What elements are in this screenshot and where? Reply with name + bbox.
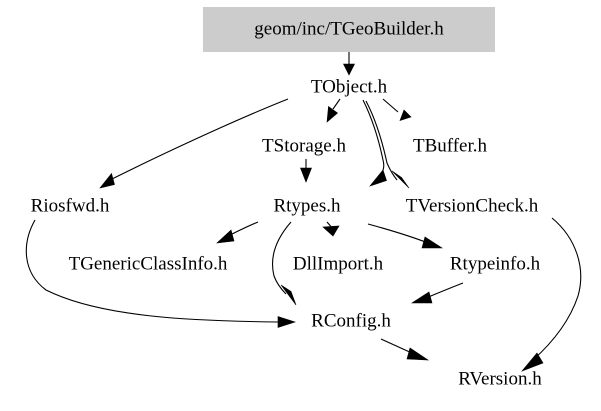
edge-rtypes-to-dllimport <box>322 221 340 237</box>
node-rconfig[interactable]: RConfig.h <box>311 310 391 331</box>
node-tstorage[interactable]: TStorage.h <box>262 135 346 156</box>
node-tgenericclassinfo-label: TGenericClassInfo.h <box>69 253 228 274</box>
edge-riosfwd-to-rconfig <box>25 219 296 328</box>
node-dllimport-label: DllImport.h <box>293 253 384 274</box>
edge-tversioncheck-to-rversion <box>521 217 582 372</box>
node-riosfwd-label: Riosfwd.h <box>31 195 110 216</box>
node-root-box <box>203 7 495 52</box>
node-tversioncheck[interactable]: TVersionCheck.h <box>406 195 539 216</box>
edge-layer <box>25 52 582 372</box>
edge-root-to-tobject <box>343 52 355 76</box>
node-root-label: geom/inc/TGeoBuilder.h <box>254 18 444 39</box>
node-rtypeinfo[interactable]: Rtypeinfo.h <box>450 253 541 274</box>
node-root[interactable]: geom/inc/TGeoBuilder.h <box>203 7 495 52</box>
node-rconfig-label: RConfig.h <box>311 310 391 331</box>
edge-tobject-to-rtypes <box>362 99 387 187</box>
node-layer: geom/inc/TGeoBuilder.h TObject.h TStorag… <box>31 7 542 389</box>
node-rtypeinfo-label: Rtypeinfo.h <box>450 253 541 274</box>
node-riosfwd[interactable]: Riosfwd.h <box>31 195 110 216</box>
node-tobject[interactable]: TObject.h <box>311 76 388 97</box>
edge-rconfig-to-rversion <box>380 338 430 361</box>
node-rversion-label: RVersion.h <box>458 368 542 389</box>
node-tversioncheck-label: TVersionCheck.h <box>406 195 539 216</box>
edge-tobject-to-riosfwd <box>99 98 289 189</box>
node-rtypes[interactable]: Rtypes.h <box>273 195 341 216</box>
node-rversion[interactable]: RVersion.h <box>458 368 542 389</box>
node-rtypes-label: Rtypes.h <box>273 195 341 216</box>
edge-tobject-to-tstorage <box>326 98 341 123</box>
edge-rtypes-to-rconfig <box>272 221 297 306</box>
node-tobject-label: TObject.h <box>311 76 388 97</box>
edge-rtypeinfo-to-rconfig <box>410 282 464 304</box>
edge-tobject-to-tversioncheck <box>365 100 410 189</box>
edge-rtypes-to-rtypeinfo <box>367 223 444 249</box>
edge-tstorage-to-rtypes <box>300 159 312 183</box>
edge-rtypes-to-tgenericclassinfo <box>216 221 259 244</box>
node-tbuffer[interactable]: TBuffer.h <box>413 135 488 156</box>
node-tstorage-label: TStorage.h <box>262 135 346 156</box>
node-tbuffer-label: TBuffer.h <box>413 135 488 156</box>
edge-tobject-to-tbuffer <box>382 98 412 121</box>
node-tgenericclassinfo[interactable]: TGenericClassInfo.h <box>69 253 228 274</box>
node-dllimport[interactable]: DllImport.h <box>293 253 384 274</box>
